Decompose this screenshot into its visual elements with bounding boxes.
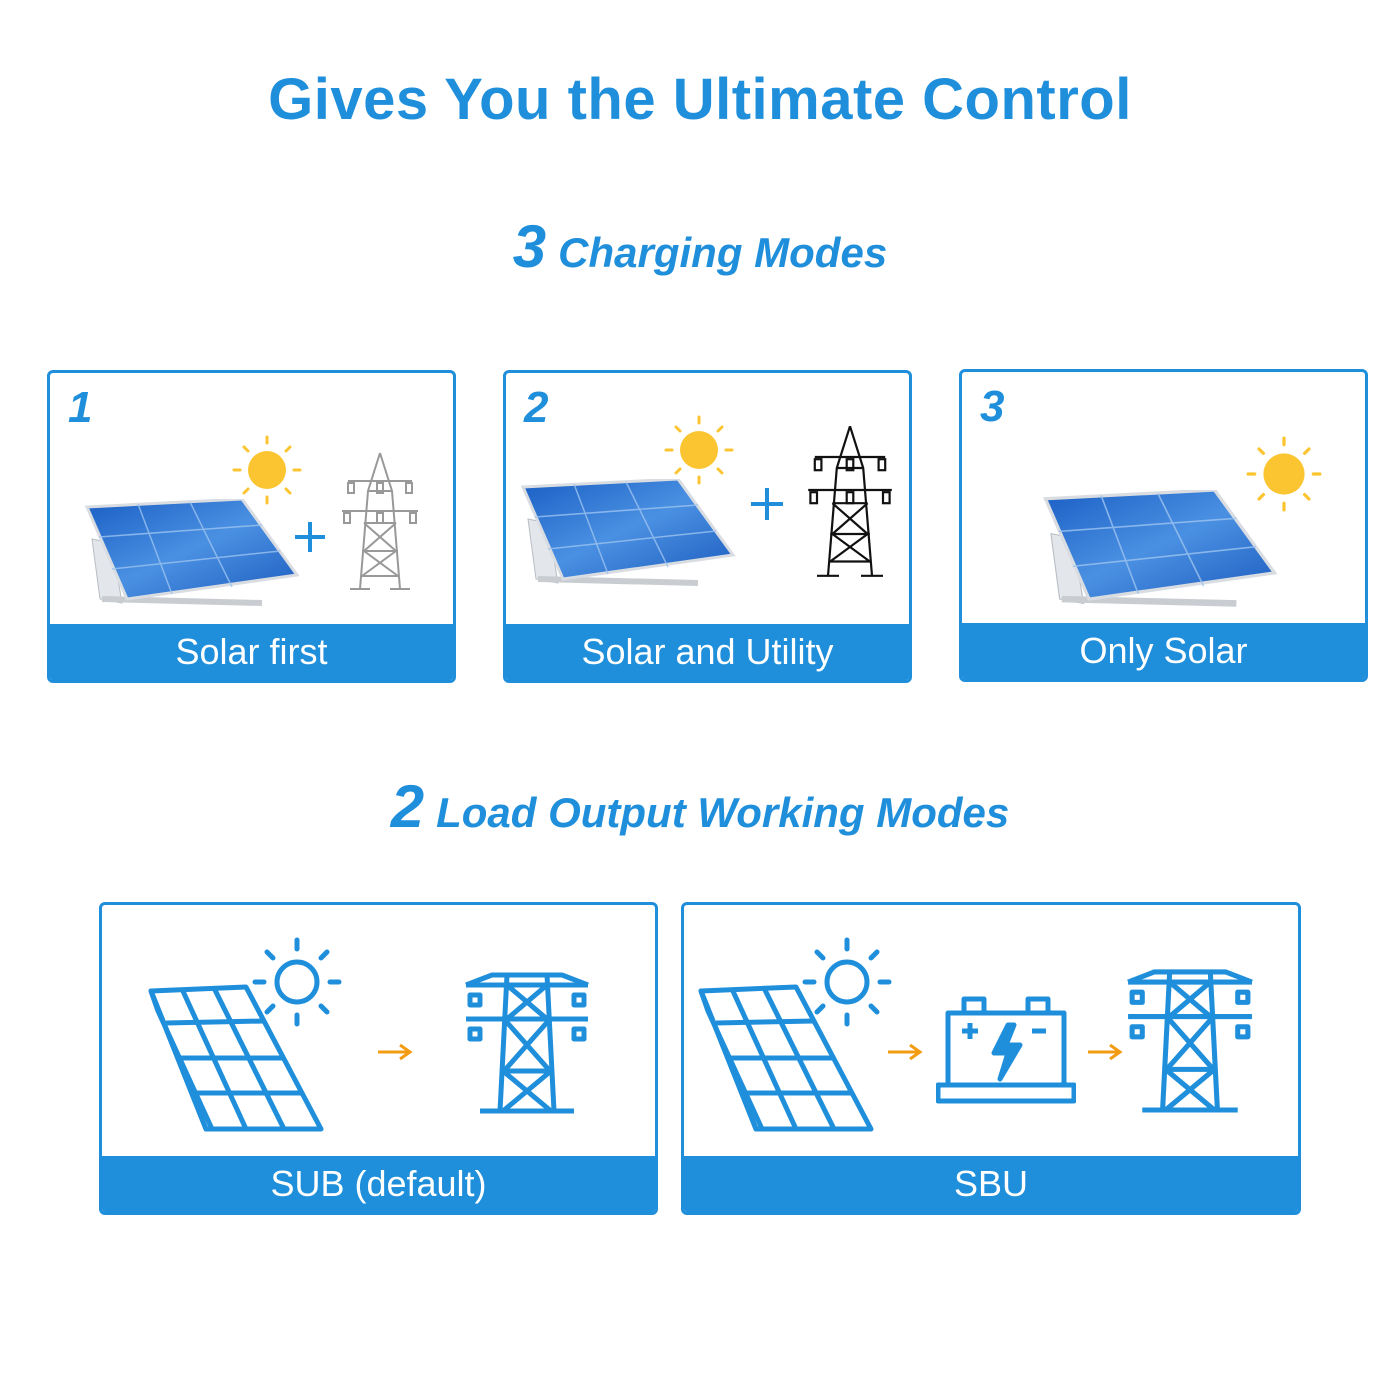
plus-icon — [295, 522, 325, 552]
utility-tower-icon — [466, 975, 588, 1111]
charging-modes-count: 3 — [512, 213, 547, 280]
charging-mode-card-solar-first: 1 Solar first — [47, 370, 456, 683]
sun-icon — [1246, 436, 1322, 512]
mode-label: SBU — [684, 1156, 1298, 1212]
solar-battery-utility-diagram — [684, 905, 1301, 1165]
solar-plus-utility-illustration — [506, 415, 893, 633]
arrow-icon — [1086, 1043, 1122, 1061]
mode-number: 1 — [68, 383, 93, 432]
solar-panel-icon — [523, 479, 733, 583]
output-mode-card-sbu: SBU — [681, 902, 1301, 1215]
page-title: Gives You the Ultimate Control — [268, 67, 1132, 132]
plus-icon — [751, 488, 783, 520]
mode-label: Solar and Utility — [506, 624, 909, 680]
output-modes-title: Load Output Working Modes — [436, 789, 1010, 836]
output-mode-card-sub: SUB (default) — [99, 902, 658, 1215]
solar-plus-utility-illustration — [50, 435, 419, 633]
solar-only-illustration — [962, 436, 1322, 632]
solar-panel-icon — [87, 499, 297, 603]
solar-to-utility-diagram — [102, 905, 658, 1165]
arrow-icon — [886, 1043, 922, 1061]
solar-panel-icon — [701, 987, 871, 1129]
solar-panel-icon — [1045, 490, 1274, 603]
charging-mode-card-only-solar: 3 Only Solar — [959, 369, 1368, 682]
sun-icon — [664, 415, 734, 485]
utility-tower-icon — [1128, 972, 1252, 1110]
mode-label: SUB (default) — [102, 1156, 655, 1212]
sun-icon — [255, 940, 339, 1024]
mode-label: Solar first — [50, 624, 453, 680]
charging-modes-title: Charging Modes — [558, 229, 888, 276]
arrow-icon — [376, 1043, 412, 1061]
mode-number: 2 — [524, 383, 549, 432]
sun-icon — [232, 435, 302, 505]
mode-number: 3 — [980, 382, 1005, 431]
solar-panel-icon — [151, 987, 321, 1129]
utility-tower-icon — [341, 452, 419, 590]
mode-label: Only Solar — [962, 623, 1365, 679]
sun-icon — [805, 940, 889, 1024]
charging-mode-card-solar-and-utility: 2 Solar and Utility — [503, 370, 912, 683]
output-modes-count: 2 — [390, 773, 425, 840]
utility-tower-icon — [807, 425, 893, 577]
battery-icon — [938, 999, 1074, 1101]
